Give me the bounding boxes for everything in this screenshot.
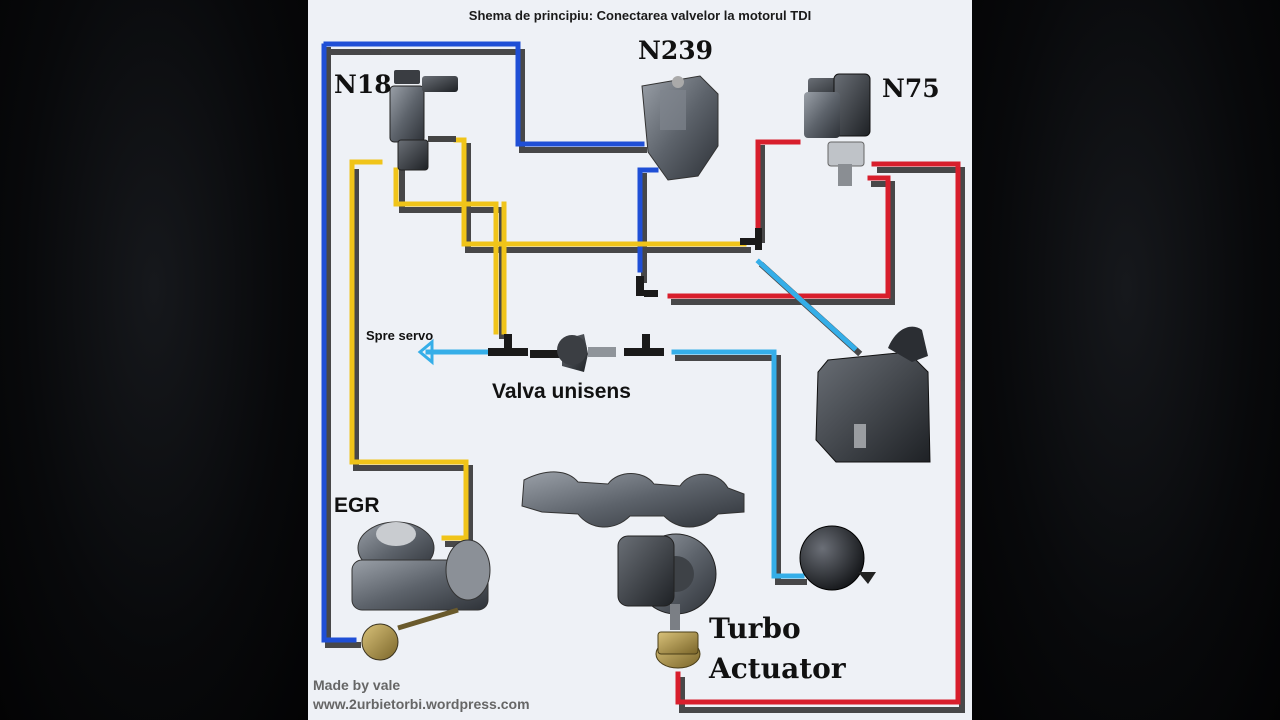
blue-hoses bbox=[321, 41, 659, 643]
turbo-icon bbox=[521, 471, 745, 669]
egr-valve-icon bbox=[351, 521, 491, 661]
n75-valve-icon bbox=[804, 73, 871, 186]
label-n18: N18 bbox=[334, 70, 392, 99]
vacuum-reservoir-icon bbox=[799, 525, 876, 591]
air-filter-icon bbox=[815, 326, 931, 463]
background-left bbox=[0, 0, 308, 720]
label-actuator: Actuator bbox=[709, 652, 846, 685]
n239-valve-icon bbox=[641, 75, 719, 181]
credit-website: www.2urbietorbi.wordpress.com bbox=[313, 696, 530, 712]
credit-author: Made by vale bbox=[313, 677, 401, 693]
diagram-panel: Shema de principiu: Conectarea valvelor … bbox=[308, 0, 972, 720]
label-n75: N75 bbox=[882, 74, 940, 103]
label-egr: EGR bbox=[334, 494, 380, 517]
unisens-valve-icon bbox=[530, 334, 616, 372]
diagram-svg bbox=[321, 41, 965, 713]
n18-valve-icon bbox=[389, 70, 458, 171]
diagram-title: Shema de principiu: Conectarea valvelor … bbox=[468, 8, 812, 23]
light-blue-hoses bbox=[425, 258, 858, 579]
label-valva-unisens: Valva unisens bbox=[492, 380, 631, 403]
label-spre-servo: Spre servo bbox=[366, 328, 434, 343]
t-connectors bbox=[488, 228, 762, 356]
background-right bbox=[972, 0, 1280, 720]
servo-arrow-icon bbox=[417, 338, 434, 366]
label-n239: N239 bbox=[638, 36, 714, 65]
yellow-hoses bbox=[349, 137, 747, 541]
red-hoses bbox=[667, 139, 961, 705]
label-turbo: Turbo bbox=[709, 612, 801, 645]
